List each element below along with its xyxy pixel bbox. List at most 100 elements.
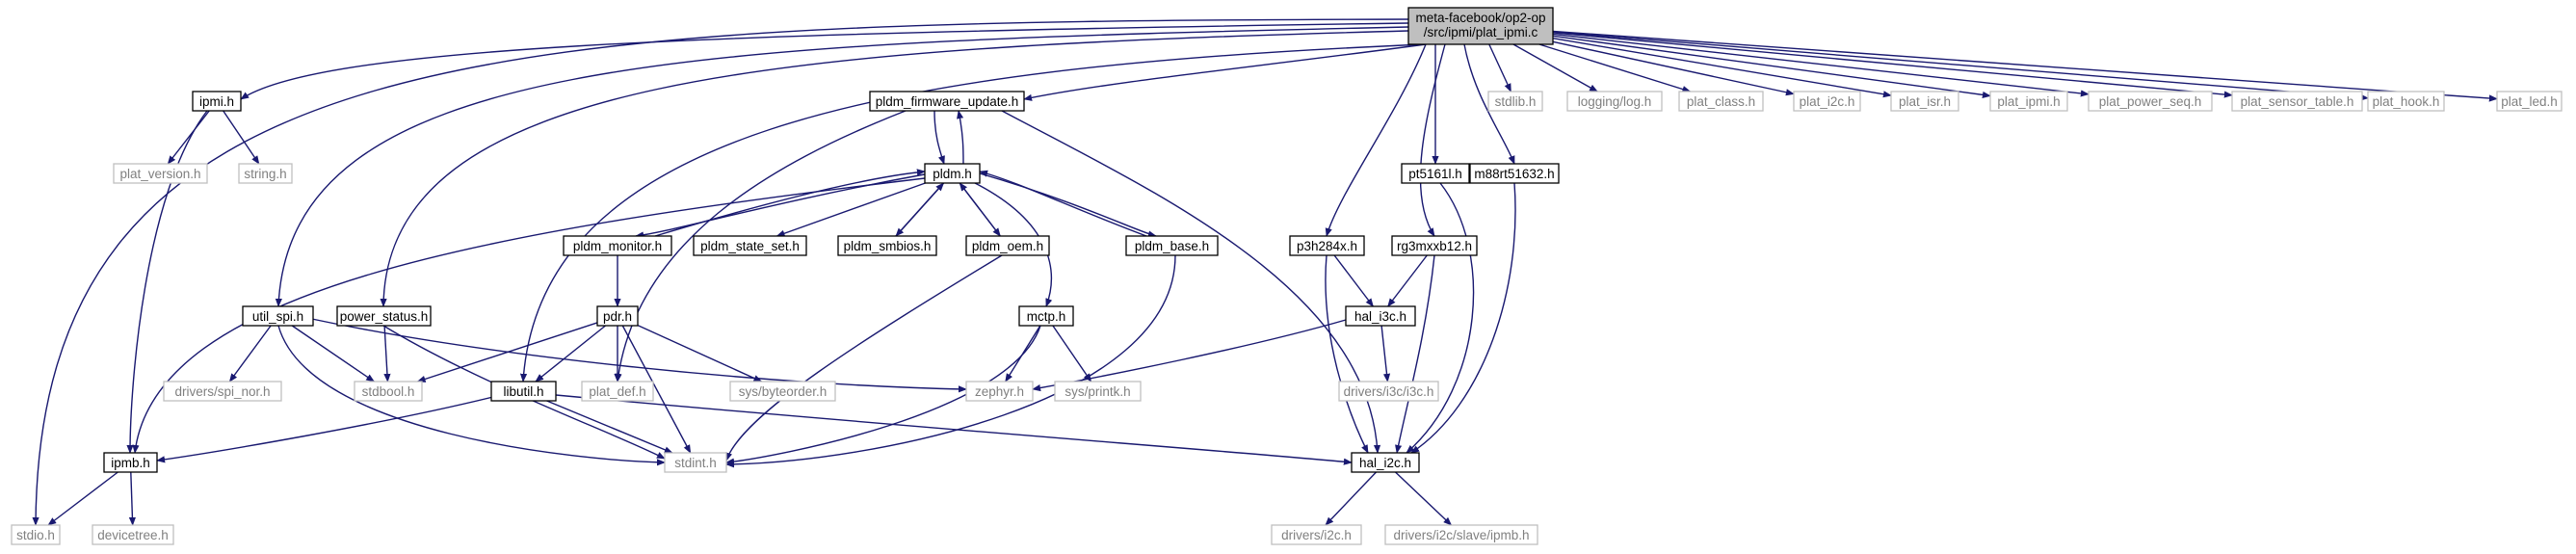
node-label: plat_def.h <box>589 384 645 399</box>
node-label: plat_i2c.h <box>1800 94 1855 109</box>
edge-p3h284x-to-hal_i2c <box>1325 254 1369 454</box>
node-pldm-oem[interactable]: pldm_oem.h <box>965 235 1050 256</box>
node-box <box>192 91 242 112</box>
edge-util_spi-to-spi_nor <box>228 325 272 383</box>
node-printk: sys/printk.h <box>1054 381 1142 402</box>
edge-ipmb-to-devicetree <box>128 471 137 526</box>
edge-root-to-plat_led <box>1552 30 2498 102</box>
node-m88rt51632[interactable]: m88rt51632.h <box>1469 163 1560 184</box>
edge-pldm-to-pldm_base <box>979 172 1157 238</box>
node-pldm-base[interactable]: pldm_base.h <box>1125 235 1219 256</box>
node-box <box>1407 7 1554 45</box>
node-plat-led: plat_led.h <box>2496 91 2563 112</box>
edge-hal_i2c-to-ipmb_slave <box>1395 471 1453 526</box>
node-pdr[interactable]: pdr.h <box>596 305 639 327</box>
edge-root-to-ipmi <box>240 22 1409 100</box>
node-log: logging/log.h <box>1566 91 1663 112</box>
edge-root-to-p3h284x <box>1325 43 1427 237</box>
node-box <box>1678 91 1764 112</box>
edge-pdr-to-stdint <box>621 325 692 454</box>
node-box <box>2231 91 2363 112</box>
edge-root-to-util_spi <box>275 26 1409 307</box>
edge-root-to-log <box>1512 43 1598 92</box>
edge-hal_i3c-to-i3c <box>1380 325 1391 383</box>
node-box <box>563 235 672 256</box>
edge-pldm_fw-to-hal_i2c <box>1001 110 1381 454</box>
edge-mctp-to-stdint <box>725 325 1041 465</box>
node-pldm[interactable]: pldm.h <box>924 163 981 184</box>
edge-pldm_fw-to-plat_def <box>615 110 907 383</box>
node-pt5161l[interactable]: pt5161l.h <box>1401 163 1470 184</box>
node-label: drivers/spi_nor.h <box>174 384 270 399</box>
node-i3c: drivers/i3c/i3c.h <box>1338 381 1439 402</box>
node-rg3mxxb12[interactable]: rg3mxxb12.h <box>1391 235 1478 256</box>
node-plat-power-seq: plat_power_seq.h <box>2088 91 2213 112</box>
node-hal-i2c[interactable]: hal_i2c.h <box>1351 452 1420 473</box>
node-byteorder: sys/byteorder.h <box>729 381 836 402</box>
edge-ipmi-to-ipmb <box>126 110 208 454</box>
node-pldm-fw[interactable]: pldm_firmware_update.h <box>869 91 1025 112</box>
node-box <box>1890 91 1959 112</box>
node-label: sys/printk.h <box>1065 384 1130 399</box>
node-spi-nor: drivers/spi_nor.h <box>163 381 282 402</box>
node-label: pldm_monitor.h <box>573 239 662 253</box>
node-box <box>242 305 314 327</box>
edge-power_status-to-stdint <box>382 325 666 460</box>
node-root[interactable]: meta-facebook/op2-op/src/ipmi/plat_ipmi.… <box>1407 7 1554 45</box>
node-plat-version: plat_version.h <box>113 163 208 184</box>
edge-util_spi-to-stdint <box>277 325 666 466</box>
node-label: plat_led.h <box>2501 94 2558 109</box>
node-pldm-state-set[interactable]: pldm_state_set.h <box>693 235 807 256</box>
node-box <box>1018 305 1074 327</box>
node-zephyr: zephyr.h <box>965 381 1034 402</box>
node-box <box>965 235 1050 256</box>
node-p3h284x[interactable]: p3h284x.h <box>1289 235 1365 256</box>
node-label: meta-facebook/op2-op <box>1415 11 1545 25</box>
node-label: hal_i3c.h <box>1354 309 1406 324</box>
node-label: plat_hook.h <box>2373 94 2440 109</box>
edge-libutil-to-stdint <box>546 400 673 454</box>
node-box <box>1487 91 1543 112</box>
node-label: libutil.h <box>503 384 543 399</box>
node-box <box>1989 91 2068 112</box>
edge-root-to-plat_ipmi <box>1552 35 1991 98</box>
node-plat-def: plat_def.h <box>581 381 654 402</box>
node-label: stdlib.h <box>1495 94 1537 109</box>
node-plat-isr: plat_isr.h <box>1890 91 1959 112</box>
edge-pldm_oem-to-pldm <box>959 182 1001 237</box>
node-pldm-monitor[interactable]: pldm_monitor.h <box>563 235 672 256</box>
node-box <box>1566 91 1663 112</box>
node-label: stdio.h <box>16 528 55 542</box>
node-label: util_spi.h <box>252 309 303 324</box>
node-libutil[interactable]: libutil.h <box>490 381 557 402</box>
node-box <box>729 381 836 402</box>
edge-p3h284x-to-hal_i3c <box>1333 254 1374 307</box>
node-power-status[interactable]: power_status.h <box>336 305 432 327</box>
edge-m88rt51632-to-hal_i2c <box>1410 182 1516 454</box>
node-label: mctp.h <box>1027 309 1066 324</box>
node-label: plat_power_seq.h <box>2099 94 2202 109</box>
node-hal-i3c[interactable]: hal_i3c.h <box>1345 305 1416 327</box>
node-box <box>965 381 1034 402</box>
node-mctp[interactable]: mctp.h <box>1018 305 1074 327</box>
node-label: pdr.h <box>603 309 632 324</box>
node-box <box>837 235 937 256</box>
node-pldm-smbios[interactable]: pldm_smbios.h <box>837 235 937 256</box>
edge-pdr-to-libutil <box>535 325 606 383</box>
node-ipmb[interactable]: ipmb.h <box>103 452 158 473</box>
node-util-spi[interactable]: util_spi.h <box>242 305 314 327</box>
node-stdio: stdio.h <box>11 524 61 545</box>
edge-root-to-plat_hook <box>1552 31 2369 101</box>
edge-pldm-to-ipmb <box>132 177 926 454</box>
node-box <box>1384 524 1538 545</box>
node-box <box>1345 305 1416 327</box>
edge-hal_i3c-to-zephyr <box>1032 319 1347 392</box>
edge-libutil-to-hal_i2c <box>555 394 1353 465</box>
edge-root-to-rg3mxxb12 <box>1419 43 1446 237</box>
edge-pldm_fw-to-pldm <box>933 110 945 165</box>
node-box <box>581 381 654 402</box>
node-box <box>1793 91 1861 112</box>
node-plat-ipmi: plat_ipmi.h <box>1989 91 2068 112</box>
node-ipmi[interactable]: ipmi.h <box>192 91 242 112</box>
node-box <box>1271 524 1362 545</box>
